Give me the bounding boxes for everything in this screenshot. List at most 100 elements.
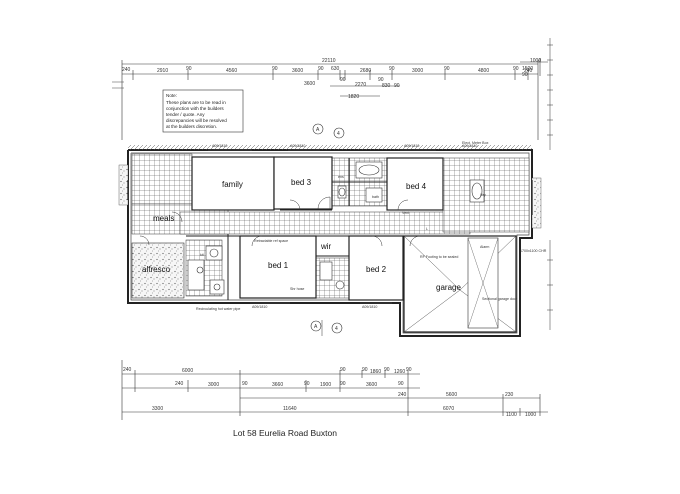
label-meals: meals	[153, 214, 174, 223]
svg-text:90: 90	[444, 66, 450, 72]
svg-text:These plans are to be read in: These plans are to be read in	[166, 100, 226, 105]
top-edge-strip	[128, 145, 532, 150]
label-bed2: bed 2	[366, 265, 387, 274]
left-margin-marks	[112, 81, 124, 89]
svg-text:3600: 3600	[304, 81, 315, 87]
svg-text:4: 4	[337, 131, 340, 137]
top-dimensions	[121, 58, 548, 140]
svg-text:90: 90	[389, 66, 395, 72]
right-garden-strip	[531, 177, 542, 229]
section-markers-bottom: A 4	[310, 320, 343, 336]
svg-text:3600: 3600	[366, 382, 377, 388]
svg-text:A09/1810: A09/1810	[212, 144, 227, 148]
label-family: family	[222, 180, 243, 189]
svg-text:1700x1100 CHR: 1700x1100 CHR	[520, 249, 547, 253]
label-alfresco: alfresco	[142, 265, 171, 274]
svg-text:Retractable ref space: Retractable ref space	[254, 239, 288, 243]
svg-text:230: 230	[505, 392, 514, 398]
svg-text:3600: 3600	[292, 68, 303, 74]
svg-text:90: 90	[340, 381, 346, 387]
svg-text:A09/1810: A09/1810	[290, 144, 305, 148]
bottom-dimensions	[121, 360, 548, 420]
svg-text:4560: 4560	[226, 68, 237, 74]
svg-text:at the builders discretion.: at the builders discretion.	[166, 124, 217, 129]
svg-text:4: 4	[335, 326, 338, 332]
svg-text:90: 90	[186, 66, 192, 72]
svg-text:240: 240	[123, 367, 132, 373]
svg-text:3300: 3300	[152, 406, 163, 412]
svg-text:conjunction with the builders: conjunction with the builders	[166, 106, 224, 111]
svg-text:discrepancies will be resolved: discrepancies will be resolved	[166, 118, 227, 123]
svg-text:90: 90	[242, 381, 248, 387]
svg-text:1900: 1900	[320, 382, 331, 388]
right-dim-strip	[547, 38, 553, 330]
svg-text:L: L	[426, 227, 428, 231]
svg-text:6070: 6070	[443, 406, 454, 412]
svg-text:830: 830	[382, 83, 391, 89]
kitchen-fixtures	[187, 245, 225, 295]
label-wir: wir	[320, 242, 332, 251]
alfresco-area	[131, 242, 185, 299]
svg-text:2270: 2270	[355, 82, 366, 88]
svg-text:90: 90	[394, 83, 400, 89]
bottom-dim-row1: 240 6000 90 90 1860 90 1260 90	[123, 367, 412, 375]
bottom-dim-row3: 240 5600 230	[398, 392, 514, 398]
note-text: Note: These plans are to be read in conj…	[166, 93, 227, 129]
svg-text:ldry: ldry	[480, 193, 486, 197]
svg-text:2680: 2680	[360, 68, 371, 74]
window-labels: A09/1810 A09/1810 A09/1810 A09/1810 A09/…	[196, 141, 547, 311]
svg-text:240: 240	[398, 392, 407, 398]
svg-text:ens: ens	[338, 175, 344, 179]
dim-right: 1000 1500 90	[522, 58, 541, 78]
dim-row1: 240 2910 90 4560 90 3600 90 630 2680 90 …	[122, 66, 533, 74]
bottom-dim-row4: 3300 11640 6070 1100 1000	[152, 406, 536, 418]
svg-text:90: 90	[384, 367, 390, 373]
svg-text:1100: 1100	[506, 412, 517, 418]
section-markers-top: A 4	[312, 123, 345, 139]
svg-text:Note:: Note:	[166, 93, 177, 98]
svg-text:90: 90	[340, 77, 346, 83]
svg-text:Recirculating hot water pipe: Recirculating hot water pipe	[196, 307, 240, 311]
door-swings	[139, 196, 421, 247]
svg-text:90: 90	[406, 367, 412, 373]
svg-text:1000: 1000	[525, 412, 536, 418]
svg-text:6000: 6000	[182, 368, 193, 374]
svg-text:90: 90	[378, 77, 384, 83]
svg-text:240: 240	[122, 67, 131, 73]
svg-text:2910: 2910	[157, 68, 168, 74]
svg-text:tender / quote. Any: tender / quote. Any	[166, 112, 205, 117]
svg-text:90: 90	[362, 367, 368, 373]
svg-text:90: 90	[398, 381, 404, 387]
svg-text:90: 90	[272, 66, 278, 72]
svg-text:A09/1810: A09/1810	[362, 305, 377, 309]
label-garage: garage	[436, 283, 461, 292]
svg-text:1860: 1860	[370, 369, 381, 375]
svg-text:1500: 1500	[522, 66, 533, 72]
svg-text:3000: 3000	[412, 68, 423, 74]
svg-text:11640: 11640	[283, 406, 297, 412]
interior-walls	[186, 158, 387, 300]
label-bed1: bed 1	[268, 261, 289, 270]
plan-caption: Lot 58 Eurelia Road Buxton	[233, 428, 337, 438]
svg-text:A: A	[314, 324, 318, 330]
svg-text:5600: 5600	[446, 392, 457, 398]
garage-step-cross	[467, 237, 499, 329]
room-walls	[191, 156, 444, 301]
svg-text:90: 90	[318, 66, 324, 72]
label-bed3: bed 3	[291, 178, 312, 187]
svg-text:3660: 3660	[272, 382, 283, 388]
svg-text:Elect. Meter Box: Elect. Meter Box	[462, 141, 489, 145]
note-box	[162, 89, 244, 133]
svg-text:240: 240	[175, 381, 184, 387]
svg-text:1260: 1260	[394, 369, 405, 375]
left-garden-strip	[118, 164, 129, 206]
svg-text:A09/1810: A09/1810	[252, 305, 267, 309]
bathroom-fixtures	[319, 161, 485, 290]
svg-text:90: 90	[522, 72, 528, 78]
svg-text:90: 90	[340, 367, 346, 373]
bottom-dim-row2: 240 3000 90 3660 90 1900 90 3600 90	[175, 381, 404, 388]
svg-text:RF Footing to be sealed: RF Footing to be sealed	[420, 255, 458, 259]
svg-text:bath: bath	[372, 195, 379, 199]
svg-text:Alarm: Alarm	[480, 245, 489, 249]
